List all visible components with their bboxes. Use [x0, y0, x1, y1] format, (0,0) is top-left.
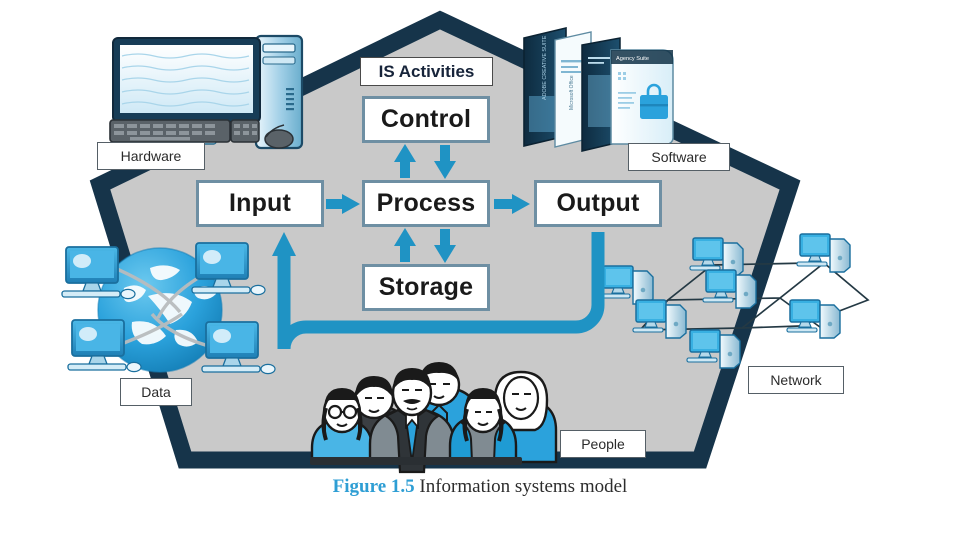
person-blue-blazer-woman — [448, 388, 518, 464]
resource-label-hardware-text: Hardware — [120, 148, 182, 164]
is-activities-text: IS Activities — [378, 61, 475, 81]
globe-computer — [61, 246, 136, 300]
resource-label-hardware: Hardware — [97, 142, 205, 170]
resource-label-data-text: Data — [141, 384, 171, 400]
resource-label-people-text: People — [581, 436, 625, 452]
network-computer — [689, 237, 744, 277]
computer-network-icon — [599, 233, 870, 369]
flow-box-output-label: Output — [556, 189, 640, 217]
figure-number: Figure 1.5 — [332, 476, 415, 497]
flow-box-input-label: Input — [228, 189, 292, 217]
arrow-process-to-output — [494, 194, 530, 214]
globe-computer — [67, 319, 142, 373]
person-suit-man — [368, 368, 456, 474]
network-computer — [686, 329, 741, 369]
desktop-computer-icon — [109, 34, 304, 150]
person-hijab-woman — [486, 370, 558, 464]
flow-box-control[interactable]: Control — [362, 96, 490, 143]
resource-label-data: Data — [120, 378, 192, 406]
svg-text:ADOBE CREATIVE SUITE: ADOBE CREATIVE SUITE — [542, 35, 548, 100]
arrow-process-to-storage — [434, 229, 456, 263]
group-of-people-icon — [310, 362, 558, 474]
network-computer — [599, 265, 654, 305]
resource-label-network: Network — [748, 366, 844, 394]
globe-network-icon — [61, 242, 276, 375]
arrow-process-to-control — [394, 144, 416, 178]
globe-computer — [201, 321, 276, 375]
flow-arrows — [326, 144, 530, 263]
arrow-storage-to-process — [394, 228, 416, 262]
flow-box-process-label: Process — [376, 189, 476, 217]
svg-text:Agency Suite: Agency Suite — [616, 56, 649, 62]
arrow-control-to-process — [434, 145, 456, 179]
is-activities-label: IS Activities — [360, 57, 493, 86]
feedback-loop-arrow — [272, 232, 605, 350]
resource-label-people: People — [560, 430, 646, 458]
flow-box-storage-label: Storage — [378, 273, 474, 301]
figure-caption: Figure 1.5 Information systems model — [0, 476, 960, 498]
network-computer — [786, 299, 841, 339]
resource-label-network-text: Network — [770, 372, 822, 388]
arrow-input-to-process — [326, 194, 360, 214]
resource-label-software: Software — [628, 143, 730, 171]
figure-title: Information systems model — [419, 476, 628, 497]
svg-text:Microsoft Office: Microsoft Office — [569, 75, 575, 110]
flow-box-input[interactable]: Input — [196, 180, 324, 227]
resource-label-software-text: Software — [651, 149, 707, 165]
globe-computer — [191, 242, 266, 296]
flow-box-output[interactable]: Output — [534, 180, 662, 227]
flow-box-process[interactable]: Process — [362, 180, 490, 227]
flow-box-control-label: Control — [380, 105, 472, 133]
network-computer — [632, 299, 687, 339]
flow-box-storage[interactable]: Storage — [362, 264, 490, 311]
network-computer — [702, 269, 757, 309]
network-computer — [796, 233, 851, 273]
software-boxes-icon: ADOBE CREATIVE SUITE Microsoft Office Ag… — [523, 26, 674, 152]
